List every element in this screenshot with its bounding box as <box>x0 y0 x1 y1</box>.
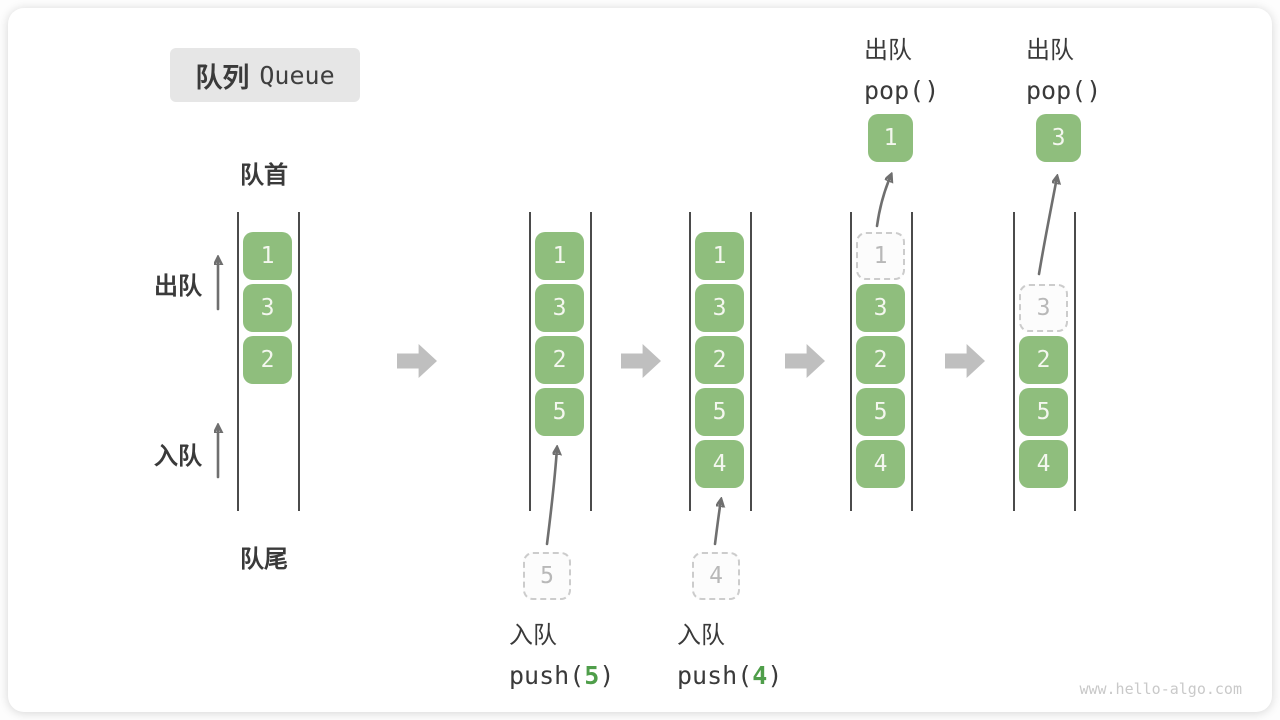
queue-state-after-pop3-cell-4: 4 <box>1019 440 1068 488</box>
dequeue-pop3-label: 出队 pop() <box>1026 30 1101 105</box>
queue-state-after-push4-right-wall <box>750 212 752 511</box>
queue-state-after-pop1-cell-5: 5 <box>856 388 905 436</box>
queue-state-after-push4-cell-5: 5 <box>695 388 744 436</box>
queue-state-after-pop1-right-wall <box>911 212 913 511</box>
enqueue-push4-label-zh: 入队 <box>677 622 725 649</box>
queue-state-initial-cell-2: 2 <box>243 336 292 384</box>
queue-state-after-pop3-cell-3: 3 <box>1019 284 1068 332</box>
queue-state-after-push5-right-wall <box>590 212 592 511</box>
dequeue-pop1-label-zh: 出队 <box>864 37 912 64</box>
queue-state-after-pop3-cell-2: 2 <box>1019 336 1068 384</box>
queue-state-after-push5-left-wall <box>529 212 531 511</box>
enqueue-push4-label: 入队 push(4) <box>677 615 782 690</box>
watermark: www.hello-algo.com <box>1079 680 1242 698</box>
queue-state-after-push5-cell-2: 2 <box>535 336 584 384</box>
queue-state-initial-left-wall <box>237 212 239 511</box>
enqueue-push5-label: 入队 push(5) <box>509 615 614 690</box>
queue-state-after-pop1-cell-3: 3 <box>856 284 905 332</box>
pending-enqueue-box-4: 4 <box>692 552 740 600</box>
queue-state-initial-cell-1: 1 <box>243 232 292 280</box>
queue-state-after-pop1-cell-1: 1 <box>856 232 905 280</box>
enqueue-push4-label-code-arg: 4 <box>752 661 768 690</box>
queue-state-after-pop3-left-wall <box>1013 212 1015 511</box>
queue-state-after-pop1-left-wall <box>850 212 852 511</box>
dequeue-pop1-label: 出队 pop() <box>864 30 939 105</box>
state-transition-arrow-1 <box>397 344 437 378</box>
title-zh: 队列 <box>195 62 250 93</box>
dequeue-pop3-label-code: pop() <box>1026 76 1101 105</box>
state-transition-arrow-3 <box>785 344 825 378</box>
popped-box-3: 3 <box>1036 114 1081 162</box>
queue-rear-label: 队尾 <box>240 546 288 573</box>
queue-front-label: 队首 <box>240 162 288 189</box>
queue-state-after-push5-cell-1: 1 <box>535 232 584 280</box>
dequeue-pop3-label-code-pre: pop() <box>1026 76 1102 105</box>
enqueue-push4-label-code: push(4) <box>677 661 782 690</box>
enqueue-push4-label-code-post: ) <box>767 661 783 690</box>
enqueue-push5-label-code: push(5) <box>509 661 614 690</box>
state-transition-arrow-4 <box>945 344 985 378</box>
dequeue-pop1-label-code-pre: pop() <box>864 76 940 105</box>
enqueue-side-label: 入队 <box>154 443 202 470</box>
queue-state-after-push5-cell-3: 3 <box>535 284 584 332</box>
queue-state-after-pop3-cell-5: 5 <box>1019 388 1068 436</box>
queue-state-initial-right-wall <box>298 212 300 511</box>
dequeue-pop3-label-zh: 出队 <box>1026 37 1074 64</box>
title-en: Queue <box>259 60 335 90</box>
enqueue-push5-label-code-post: ) <box>599 661 615 690</box>
queue-state-after-push5-cell-5: 5 <box>535 388 584 436</box>
title-box: 队列 Queue <box>170 48 360 102</box>
enqueue-push5-label-code-arg: 5 <box>584 661 600 690</box>
popped-box-1: 1 <box>868 114 913 162</box>
enqueue-push4-label-code-pre: push( <box>677 661 753 690</box>
queue-state-after-push4-left-wall <box>689 212 691 511</box>
queue-state-after-push4-cell-4: 4 <box>695 440 744 488</box>
queue-state-after-push4-cell-1: 1 <box>695 232 744 280</box>
dequeue-side-label: 出队 <box>154 273 202 300</box>
queue-state-after-pop3-right-wall <box>1074 212 1076 511</box>
queue-state-after-push4-cell-3: 3 <box>695 284 744 332</box>
queue-state-after-push4-cell-2: 2 <box>695 336 744 384</box>
queue-state-initial-cell-3: 3 <box>243 284 292 332</box>
dequeue-pop1-label-code: pop() <box>864 76 939 105</box>
queue-state-after-pop1-cell-2: 2 <box>856 336 905 384</box>
queue-state-after-pop1-cell-4: 4 <box>856 440 905 488</box>
pending-enqueue-box-5: 5 <box>523 552 571 600</box>
state-transition-arrow-2 <box>621 344 661 378</box>
enqueue-push5-label-zh: 入队 <box>509 622 557 649</box>
enqueue-push5-label-code-pre: push( <box>509 661 585 690</box>
